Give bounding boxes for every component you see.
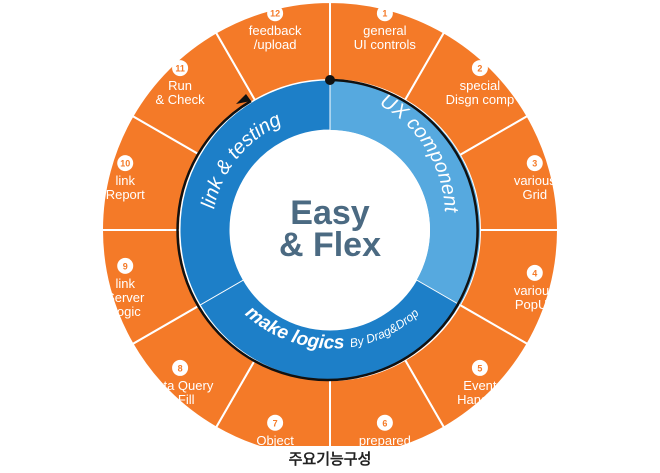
segment-label-line: & Check — [156, 92, 206, 107]
number-badge — [471, 60, 488, 77]
segment-label-line: Report — [106, 187, 145, 202]
segment-label-line: various — [514, 173, 556, 188]
number-badge-label: 5 — [477, 363, 482, 373]
cycle-arrow-line — [176, 78, 479, 382]
number-badge-label: 3 — [532, 159, 537, 169]
number-badge — [376, 5, 393, 22]
inner-ring — [179, 79, 480, 381]
number-badge — [526, 264, 543, 281]
number-badge-label: 9 — [123, 261, 128, 271]
center-title-line2: & Flex — [279, 226, 381, 264]
diagram-caption: 주요기능구성 — [288, 450, 372, 468]
segment-label-line: & Fill — [166, 392, 195, 407]
segment-label-line: Object — [256, 433, 294, 446]
arrow-start-dot — [325, 75, 335, 85]
number-badge — [376, 414, 393, 431]
segment-label-line: PopUp — [515, 297, 555, 312]
number-badge-label: 1 — [382, 9, 387, 19]
segment-label-line: /upload — [254, 37, 297, 52]
segment-label-line: Event — [463, 378, 497, 393]
segment-12: 12 feedback/upload — [214, 0, 331, 102]
segment-label-line: various — [514, 283, 556, 298]
segment-label-line: Logic — [110, 304, 142, 319]
segment-label-line: UI controls — [354, 37, 417, 52]
segment-label-line: prepared — [359, 433, 411, 446]
number-badge-label: 11 — [175, 64, 185, 74]
number-badge-label: 6 — [382, 418, 387, 428]
segment-label-line: Data Query — [147, 378, 214, 393]
segment-label-line: general — [363, 23, 406, 38]
number-badge — [526, 155, 543, 172]
number-badge-label: 10 — [120, 159, 130, 169]
number-badge-label: 4 — [532, 268, 537, 278]
cycle-arrow — [176, 75, 479, 382]
number-badge — [471, 359, 488, 376]
number-badge — [267, 414, 284, 431]
segment-label-line: Server — [106, 290, 145, 305]
segment-label-line: Disgn comp — [446, 92, 515, 107]
number-badge-label: 12 — [270, 9, 280, 19]
number-badge-label: 2 — [477, 64, 482, 74]
number-badge — [117, 155, 134, 172]
segment-label-line: link — [115, 173, 135, 188]
segment-label-line: Grid — [522, 187, 547, 202]
center-title-line1: Easy — [290, 194, 369, 232]
segment-label-line: link — [115, 276, 135, 291]
number-badge — [172, 60, 189, 77]
number-badge — [267, 5, 284, 22]
segment-label-line: special — [460, 78, 501, 93]
segment-label-line: Run — [168, 78, 192, 93]
number-badge — [172, 359, 189, 376]
arrowhead-icon — [236, 94, 251, 104]
center-disc — [230, 130, 430, 330]
number-badge-label: 8 — [178, 363, 183, 373]
ring-sector-ux — [330, 80, 480, 305]
segment-label-line: Handler — [457, 392, 503, 407]
number-badge — [117, 257, 134, 274]
segment-label-line: feedback — [249, 23, 302, 38]
number-badge-label: 7 — [273, 418, 278, 428]
